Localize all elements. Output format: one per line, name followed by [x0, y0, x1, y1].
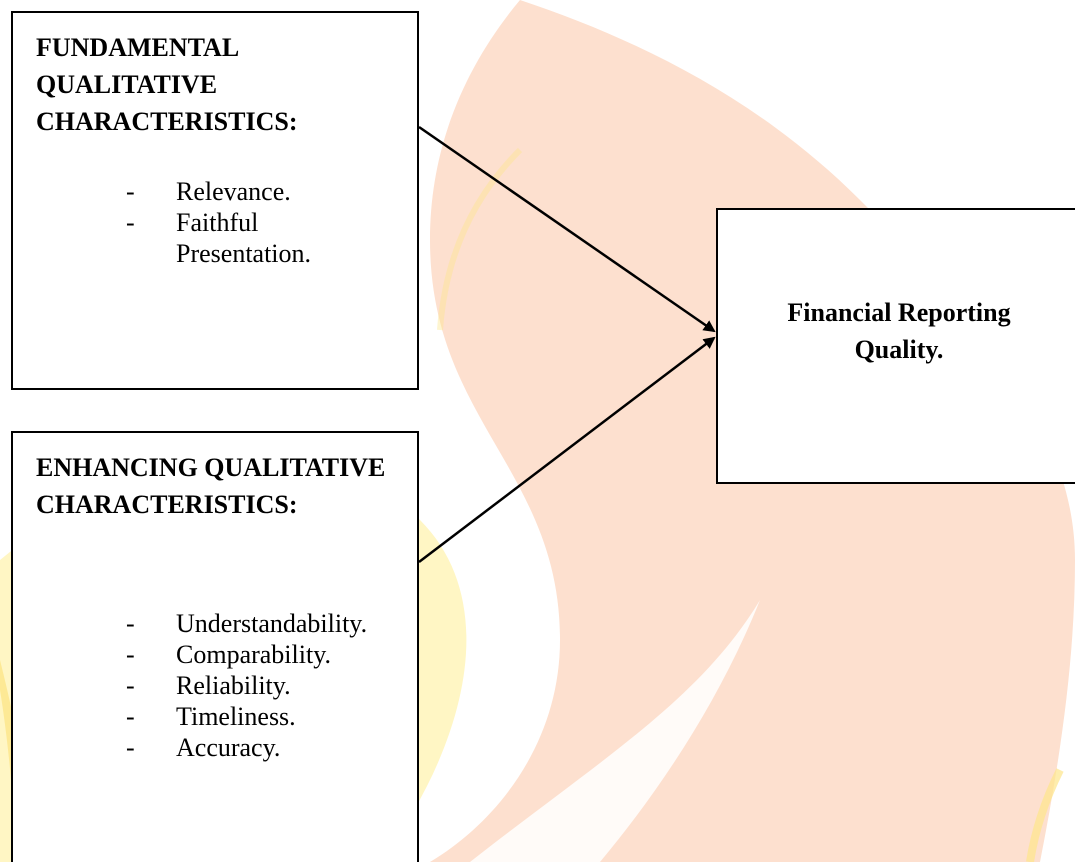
dash-bullet: - — [126, 177, 135, 206]
financial-reporting-quality-box: Financial Reporting Quality. — [716, 208, 1075, 484]
list-item-text: Understandability. — [176, 609, 368, 638]
enhancing-characteristics-box: ENHANCING QUALITATIVE CHARACTERISTICS: -… — [11, 431, 419, 862]
enhancing-title: ENHANCING QUALITATIVE CHARACTERISTICS: — [36, 453, 386, 519]
list-item: - Comparability. — [13, 639, 396, 670]
watermark-yellow-stroke-3 — [1026, 768, 1064, 862]
list-item-text: Comparability. — [176, 640, 332, 669]
list-item-text: Timeliness. — [176, 702, 296, 731]
list-item: - Faithful Presentation. — [13, 207, 396, 269]
list-item: - Understandability. — [13, 608, 396, 639]
list-item-text: Accuracy. — [176, 733, 281, 762]
enhancing-item-list: - Understandability. - Comparability. - … — [13, 608, 396, 763]
quality-title: Financial Reporting Quality. — [787, 298, 1011, 364]
list-item: - Timeliness. — [13, 701, 396, 732]
fundamental-item-list: - Relevance. - Faithful Presentation. — [13, 176, 396, 269]
list-item-text: Relevance. — [176, 177, 291, 206]
list-item-text: Reliability. — [176, 671, 291, 700]
watermark-white-curve — [470, 600, 760, 862]
dash-bullet: - — [126, 671, 135, 700]
list-item: - Accuracy. — [13, 732, 396, 763]
fundamental-characteristics-box: FUNDAMENTAL QUALITATIVE CHARACTERISTICS:… — [11, 11, 419, 390]
dash-bullet: - — [126, 208, 135, 237]
dash-bullet: - — [126, 609, 135, 638]
list-item: - Reliability. — [13, 670, 396, 701]
dash-bullet: - — [126, 702, 135, 731]
list-item-text: Faithful Presentation. — [176, 208, 312, 268]
dash-bullet: - — [126, 640, 135, 669]
dash-bullet: - — [126, 733, 135, 762]
fundamental-title: FUNDAMENTAL QUALITATIVE CHARACTERISTICS: — [36, 33, 298, 136]
list-item: - Relevance. — [13, 176, 396, 207]
